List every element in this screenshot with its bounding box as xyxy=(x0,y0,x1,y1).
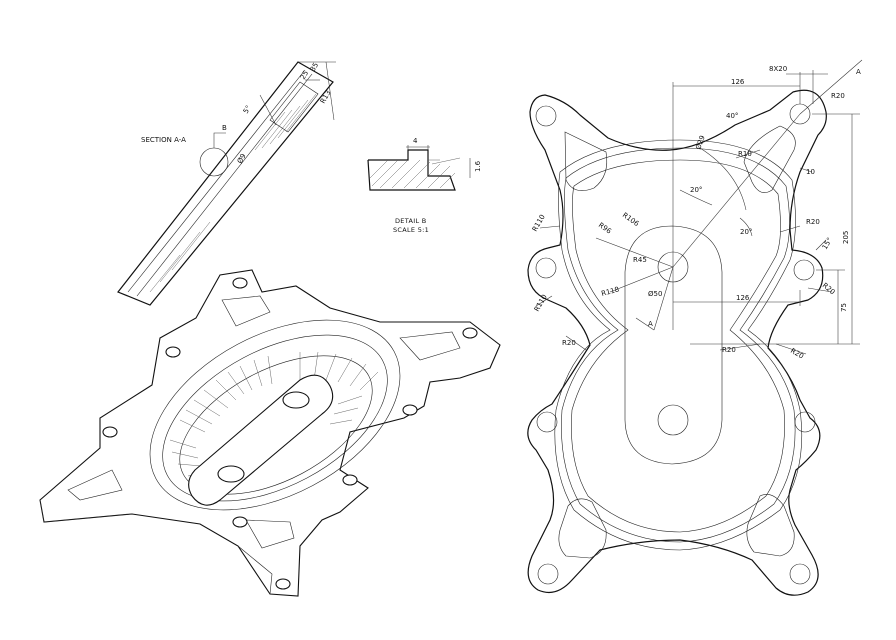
dim-20deg-right: 20° xyxy=(740,228,752,236)
dim-r13: R13 xyxy=(319,89,333,105)
bowl-shading xyxy=(169,351,379,487)
plate-outline xyxy=(527,89,827,596)
dim-r118: R118 xyxy=(600,285,620,297)
dim-r20-top: R20 xyxy=(831,92,845,100)
dim-10: 10 xyxy=(806,168,815,176)
dim-r45: R45 xyxy=(633,256,647,264)
lower-boss xyxy=(657,404,689,436)
dim-slot: 8X20 xyxy=(769,65,787,73)
iso-hole-top xyxy=(282,391,310,409)
dim-r20-side: R20 xyxy=(821,281,837,296)
dim-126-top: 126 xyxy=(731,78,745,86)
dim-r96: R96 xyxy=(597,221,613,236)
dim-15deg: 15° xyxy=(821,236,834,251)
dim-r10-mid: R10 xyxy=(738,150,752,158)
dim-d50: Ø50 xyxy=(648,290,662,298)
section-mark-top: A xyxy=(856,68,861,76)
dim-25: 25 xyxy=(299,69,310,81)
section-mark-bottom: A xyxy=(648,320,653,328)
iso-hole-bottom xyxy=(217,465,245,483)
dim-r106: R106 xyxy=(621,211,641,228)
isometric-view xyxy=(39,269,501,597)
dim-r20-right: R20 xyxy=(806,218,820,226)
dim-r20-low: R20 xyxy=(722,346,736,354)
dim-r20-far: R20 xyxy=(789,347,805,361)
dim-40deg: 40° xyxy=(726,112,738,120)
detail-title: DETAIL B xyxy=(395,217,427,225)
dim-d29: Ø29 xyxy=(694,134,706,150)
detail-view: 4 1.6 DETAIL B SCALE 5:1 xyxy=(367,137,482,234)
detail-dim-1.6: 1.6 xyxy=(474,160,482,172)
dim-r110-bottom: R110 xyxy=(533,293,549,313)
slot-outline xyxy=(624,225,723,465)
dim-angle: 5° xyxy=(242,104,253,115)
dim-hole: Ø9 xyxy=(236,152,248,165)
detail-dim-4: 4 xyxy=(413,137,418,145)
dim-126-bottom: 126 xyxy=(736,294,750,302)
dim-r110-top: R110 xyxy=(531,213,547,233)
detail-b-circle xyxy=(199,147,229,177)
section-view: SECTION A-A B 35 25 R13 5° Ø9 xyxy=(117,61,336,306)
section-title: SECTION A-A xyxy=(141,136,186,144)
dim-20deg-left: 20° xyxy=(690,186,702,194)
section-marker: B xyxy=(222,124,227,132)
detail-scale: SCALE 5:1 xyxy=(393,226,429,234)
dim-r20-left: R20 xyxy=(562,339,576,347)
dim-35: 35 xyxy=(309,61,320,73)
dim-75: 75 xyxy=(840,303,848,312)
plan-view: 126 8X20 R20 40° Ø29 R10 10 20° R20 20° … xyxy=(527,59,863,596)
dim-205: 205 xyxy=(842,231,850,244)
